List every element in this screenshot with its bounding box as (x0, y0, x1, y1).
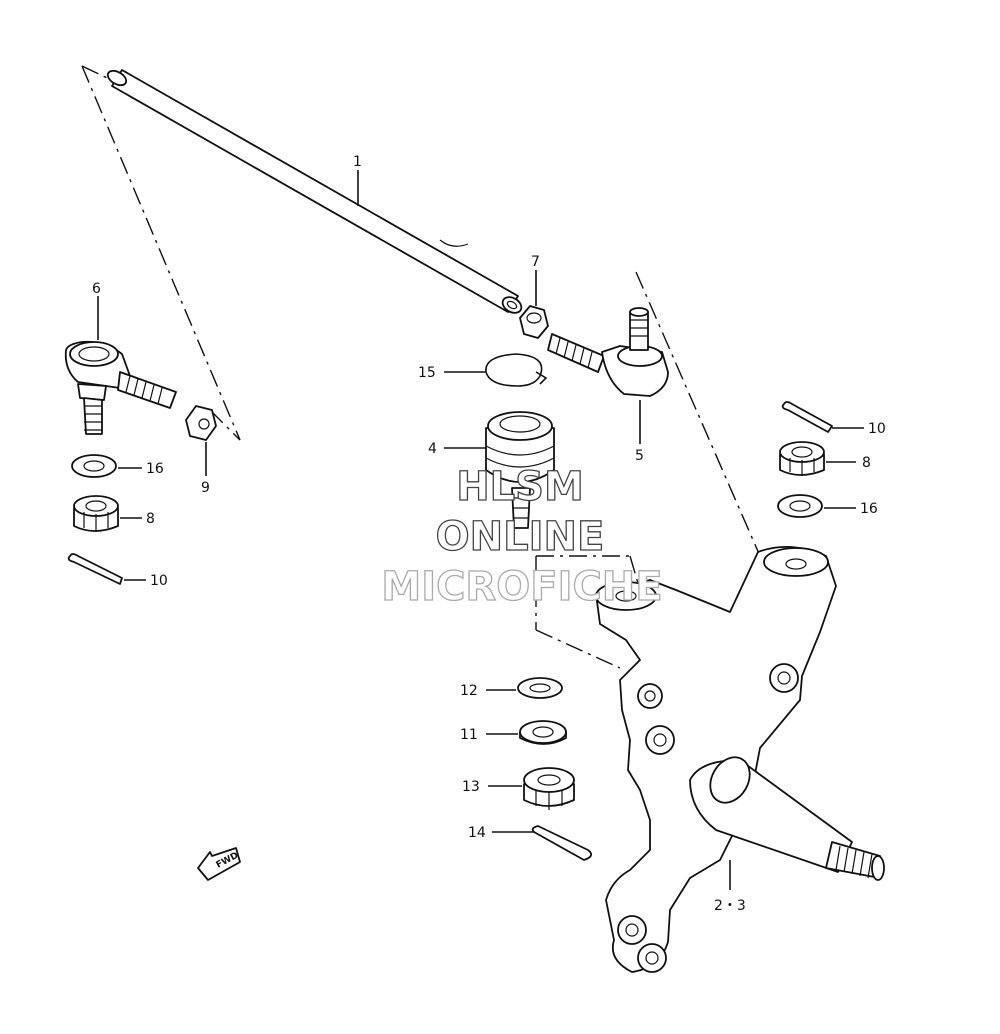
tie-rod-end-right (547, 307, 669, 397)
castle-nut-left (73, 495, 119, 532)
callout-6: 6 (92, 281, 101, 297)
callout-14: 14 (468, 825, 486, 841)
nut-right (519, 305, 549, 339)
callout-7: 7 (531, 254, 540, 270)
callout-8-right: 8 (862, 455, 871, 471)
callout-12: 12 (460, 683, 478, 699)
callout-9: 9 (201, 480, 210, 496)
callout-15: 15 (418, 365, 436, 381)
callout-10-left: 10 (150, 573, 168, 589)
callout-10-right: 10 (868, 421, 886, 437)
castle-nut-right (779, 441, 825, 476)
callout-8-left: 8 (146, 511, 155, 527)
callout-labels: 1 6 7 15 4 5 9 16 8 10 10 8 16 12 11 13 … (92, 154, 886, 914)
cotter-pin-left (67, 553, 123, 585)
nut-left (185, 405, 217, 441)
watermark-line-2: ONLINE (436, 514, 605, 560)
callout-4: 4 (428, 441, 437, 457)
castle-nut-13 (523, 767, 575, 810)
fwd-arrow-icon: FWD (197, 847, 241, 881)
assembly-reference-lines (81, 65, 761, 669)
cotter-pin-14 (531, 825, 593, 861)
watermark-line-1: HLSM (456, 464, 584, 510)
washer-11 (519, 720, 567, 745)
callout-5: 5 (635, 448, 644, 464)
washer-left (71, 454, 117, 478)
callout-1: 1 (353, 154, 362, 170)
tie-rod-end-left (64, 340, 177, 435)
snap-ring (485, 353, 548, 387)
washer-right (777, 494, 823, 518)
callout-2-3: 2・3 (714, 898, 746, 914)
tie-rod (106, 69, 523, 314)
watermark-line-3: MICROFICHE (381, 564, 662, 610)
leader-lines (97, 170, 864, 890)
cotter-pin-right (781, 401, 833, 433)
watermark: HLSM ONLINE MICROFICHE (381, 463, 664, 610)
steering-knuckle (595, 545, 885, 973)
callout-13: 13 (462, 779, 480, 795)
callout-11: 11 (460, 727, 478, 743)
ball-joint (485, 411, 555, 529)
washer-12 (517, 677, 563, 699)
callout-16-right: 16 (860, 501, 878, 517)
callout-16-left: 16 (146, 461, 164, 477)
